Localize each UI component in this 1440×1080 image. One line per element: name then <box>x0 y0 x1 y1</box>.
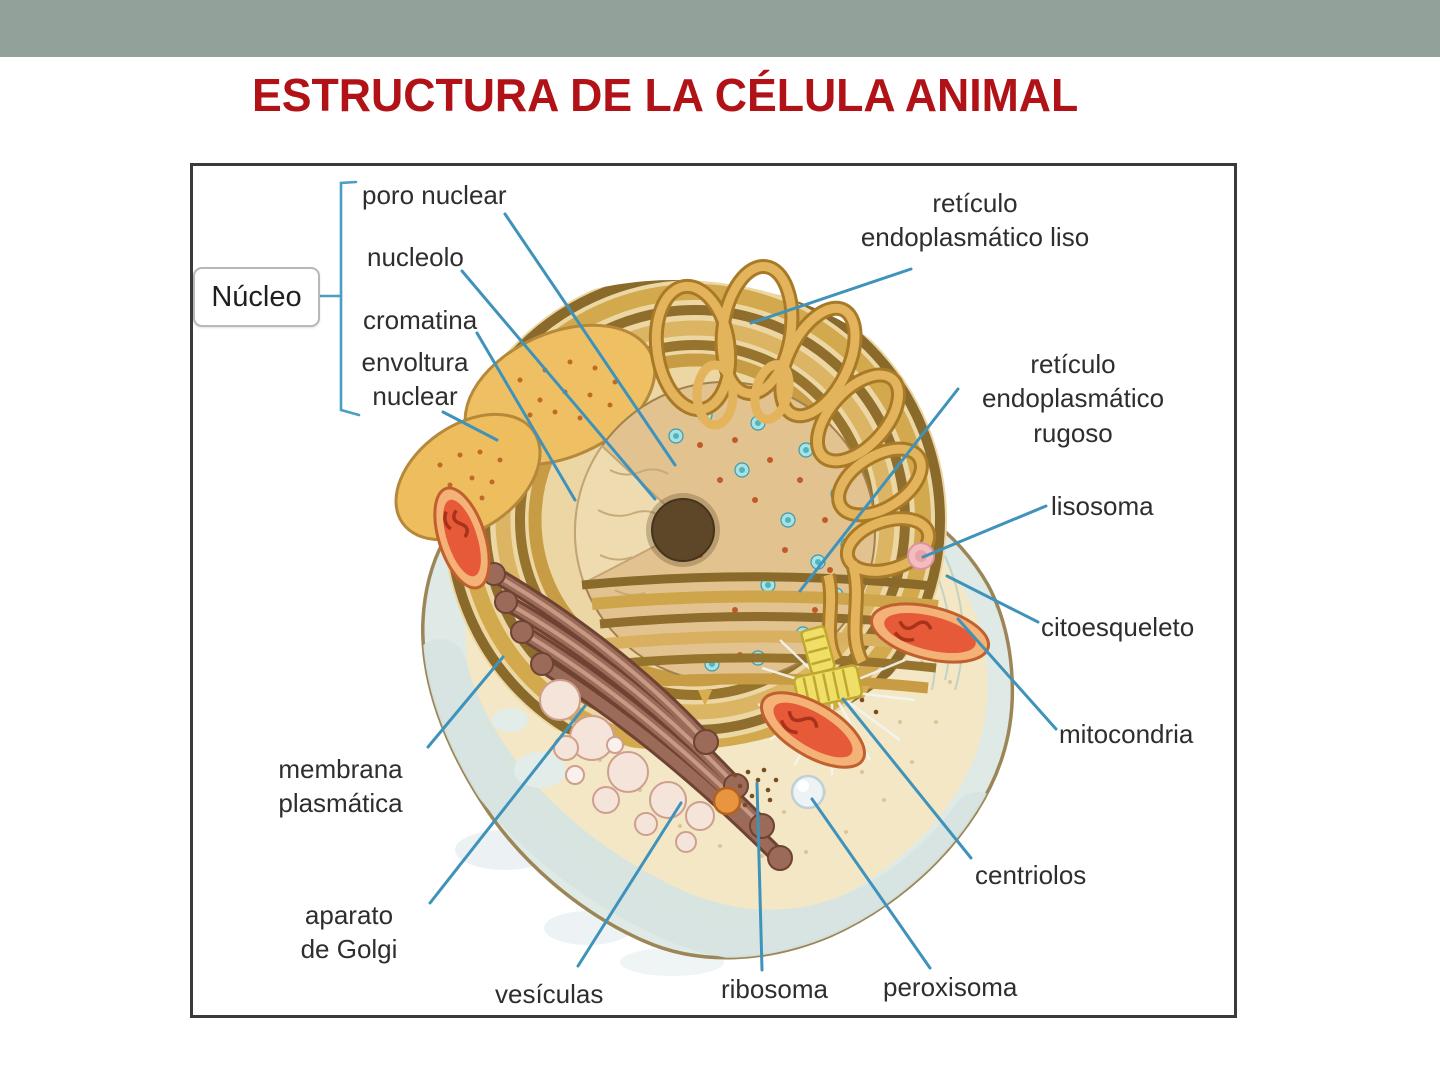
peroxisome <box>790 774 826 810</box>
smooth-er <box>648 258 937 666</box>
leader-line-nucleolo <box>460 269 657 501</box>
leader-line-peroxisoma <box>810 797 932 970</box>
nucleus-group-box: Núcleo <box>193 267 320 327</box>
ribosome-dots <box>732 697 879 808</box>
label-vesiculas: vesículas <box>495 979 604 1009</box>
cytoplasm-blob <box>492 708 528 732</box>
leader-line-reticulo-liso <box>749 267 913 325</box>
label-poro-nuclear: poro nuclear <box>362 180 507 210</box>
cell-illustration <box>316 180 1058 976</box>
leader-line-citoesqueleto <box>945 574 1040 624</box>
chromatin-squiggles <box>597 468 669 596</box>
leader-line-envoltura-nuclear <box>441 410 499 442</box>
leader-line-poro-nuclear <box>503 212 677 467</box>
leader-line-vesiculas <box>576 801 683 968</box>
label-cromatina: cromatina <box>363 305 478 335</box>
label-aparato-golgi: aparato de Golgi <box>300 900 398 965</box>
label-mitocondria: mitocondria <box>1059 719 1194 749</box>
header-bar <box>0 0 1440 57</box>
mitochondrion-right <box>869 602 991 664</box>
leader-line-aparato-golgi <box>428 704 587 905</box>
nucleus-bracket <box>316 180 361 417</box>
label-membrana-plasmatica: membrana plasmática <box>278 754 403 819</box>
label-centriolos: centriolos <box>975 860 1087 890</box>
leader-line-mitocondria <box>956 617 1058 731</box>
page-title: ESTRUCTURA DE LA CÉLULA ANIMAL <box>252 69 1079 121</box>
mitochondrion-left <box>433 486 491 590</box>
leader-line-ribosoma <box>755 781 764 972</box>
label-lisosoma: lisosoma <box>1051 491 1154 521</box>
leader-line-membrana <box>426 655 505 749</box>
mitochondrion-bottom <box>760 691 866 769</box>
leader-lines <box>426 212 1058 972</box>
label-peroxisoma: peroxisoma <box>883 972 1018 1002</box>
leader-line-centriolos <box>841 697 973 860</box>
leader-line-reticulo-rugoso <box>798 387 960 593</box>
label-envoltura-nuclear: envoltura nuclear <box>361 347 469 412</box>
er-lobes <box>394 323 657 542</box>
leader-line-cromatina <box>475 331 577 502</box>
golgi-apparatus <box>482 562 793 871</box>
nucleolus <box>651 498 715 562</box>
label-citoesqueleto: citoesqueleto <box>1041 612 1195 642</box>
label-ribosoma: ribosoma <box>721 974 828 1004</box>
label-reticulo-rugoso: retículo endoplasmático rugoso <box>981 349 1165 448</box>
leader-line-lisosoma <box>921 504 1048 559</box>
lysosome <box>907 542 935 570</box>
label-reticulo-liso: retículo endoplasmático liso <box>860 188 1090 253</box>
label-nucleolo: nucleolo <box>367 242 464 272</box>
secretory-vesicle <box>712 786 742 816</box>
